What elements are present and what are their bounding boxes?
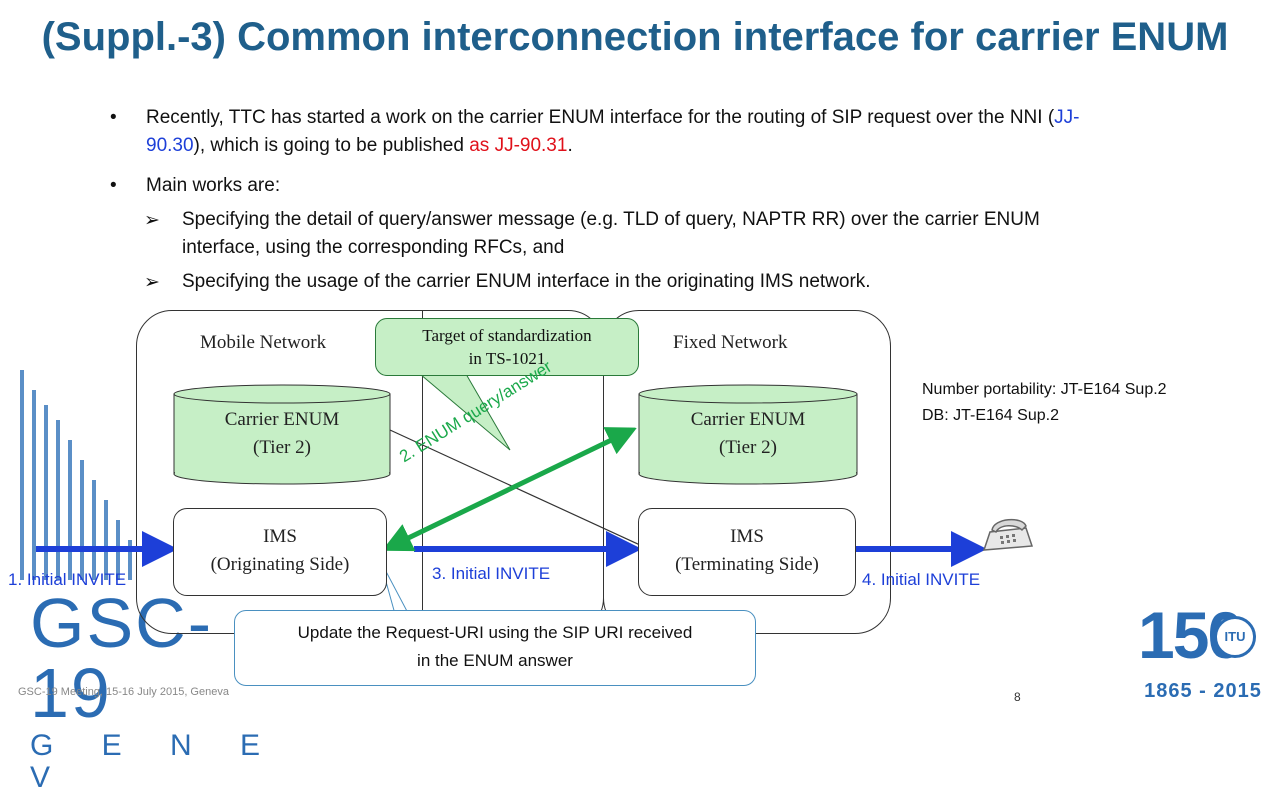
sub-bullet-2: Specifying the usage of the carrier ENUM… xyxy=(110,268,1110,296)
target-callout: Target of standardization in TS-1021 xyxy=(375,318,639,376)
notes-block: Number portability: JT-E164 Sup.2 DB: JT… xyxy=(922,377,1167,429)
update-callout: Update the Request-URI using the SIP URI… xyxy=(234,610,756,686)
ims-originating-box: IMS (Originating Side) xyxy=(173,508,387,596)
flow-4-label: 4. Initial INVITE xyxy=(862,570,981,589)
telephone-icon xyxy=(982,518,1034,551)
flow-1-label: 1. Initial INVITE xyxy=(8,570,127,589)
flow-2-arrow xyxy=(381,427,638,552)
bullet-item-2: Main works are: xyxy=(110,172,1110,200)
ims-terminating-line1: IMS xyxy=(730,526,764,547)
itu-globe-text: ITU xyxy=(1224,629,1246,644)
target-callout-line2: in TS-1021 xyxy=(468,349,546,368)
page-number: 8 xyxy=(1014,690,1021,704)
footer-text: GSC-19 Meeting, 15-16 July 2015, Geneva xyxy=(18,686,229,698)
flow-3-label: 3. Initial INVITE xyxy=(432,564,551,583)
ims-originating-line1: IMS xyxy=(263,526,297,547)
bullet-1-publication: as JJ-90.31 xyxy=(469,135,568,156)
itu-years-text: 1865 - 2015 xyxy=(1144,680,1262,702)
ims-terminating-line2: (Terminating Side) xyxy=(675,554,819,575)
gsc-logo-text: GSC-19 xyxy=(30,584,213,732)
note-db: DB: JT-E164 Sup.2 xyxy=(922,407,1059,424)
sub-bullet-1: Specifying the detail of query/answer me… xyxy=(110,206,1110,262)
update-callout-line1: Update the Request-URI using the SIP URI… xyxy=(297,623,693,642)
carrier-enum-right-label: Carrier ENUM (Tier 2) xyxy=(638,406,858,462)
target-callout-line1: Target of standardization xyxy=(422,326,592,345)
carrier-enum-right-line2: (Tier 2) xyxy=(719,437,777,458)
carrier-enum-left-line2: (Tier 2) xyxy=(253,437,311,458)
ims-terminating-box: IMS (Terminating Side) xyxy=(638,508,856,596)
bullet-item-1: Recently, TTC has started a work on the … xyxy=(110,104,1110,160)
itu-globe-icon: ITU xyxy=(1214,616,1256,658)
bullet-1-text-mid: ), which is going to be published xyxy=(193,135,470,156)
bullet-1-reference: JJ-90.30 xyxy=(146,107,1080,156)
geneva-logo-text: G E N E V xyxy=(30,729,281,794)
update-callout-line2: in the ENUM answer xyxy=(417,651,573,670)
bullet-1-text-end: . xyxy=(567,135,573,156)
note-number-portability: Number portability: JT-E164 Sup.2 xyxy=(922,381,1167,398)
bullet-1-text: Recently, TTC has started a work on the … xyxy=(146,107,1055,128)
carrier-enum-right-line1: Carrier ENUM xyxy=(690,409,806,430)
carrier-enum-right-cylinder xyxy=(638,384,858,485)
slide-title: (Suppl.-3) Common interconnection interf… xyxy=(41,15,1229,59)
fixed-network-label: Fixed Network xyxy=(673,332,788,353)
carrier-enum-left-line1: Carrier ENUM xyxy=(224,409,340,430)
carrier-enum-left-label: Carrier ENUM (Tier 2) xyxy=(173,406,391,462)
carrier-enum-left-cylinder xyxy=(173,384,391,485)
ims-originating-line2: (Originating Side) xyxy=(210,554,350,575)
bullet-list: Recently, TTC has started a work on the … xyxy=(110,104,1110,296)
itu-150-logo: 150 ITU 1865 - 2015 xyxy=(1138,600,1268,710)
mobile-network-label: Mobile Network xyxy=(200,332,327,353)
